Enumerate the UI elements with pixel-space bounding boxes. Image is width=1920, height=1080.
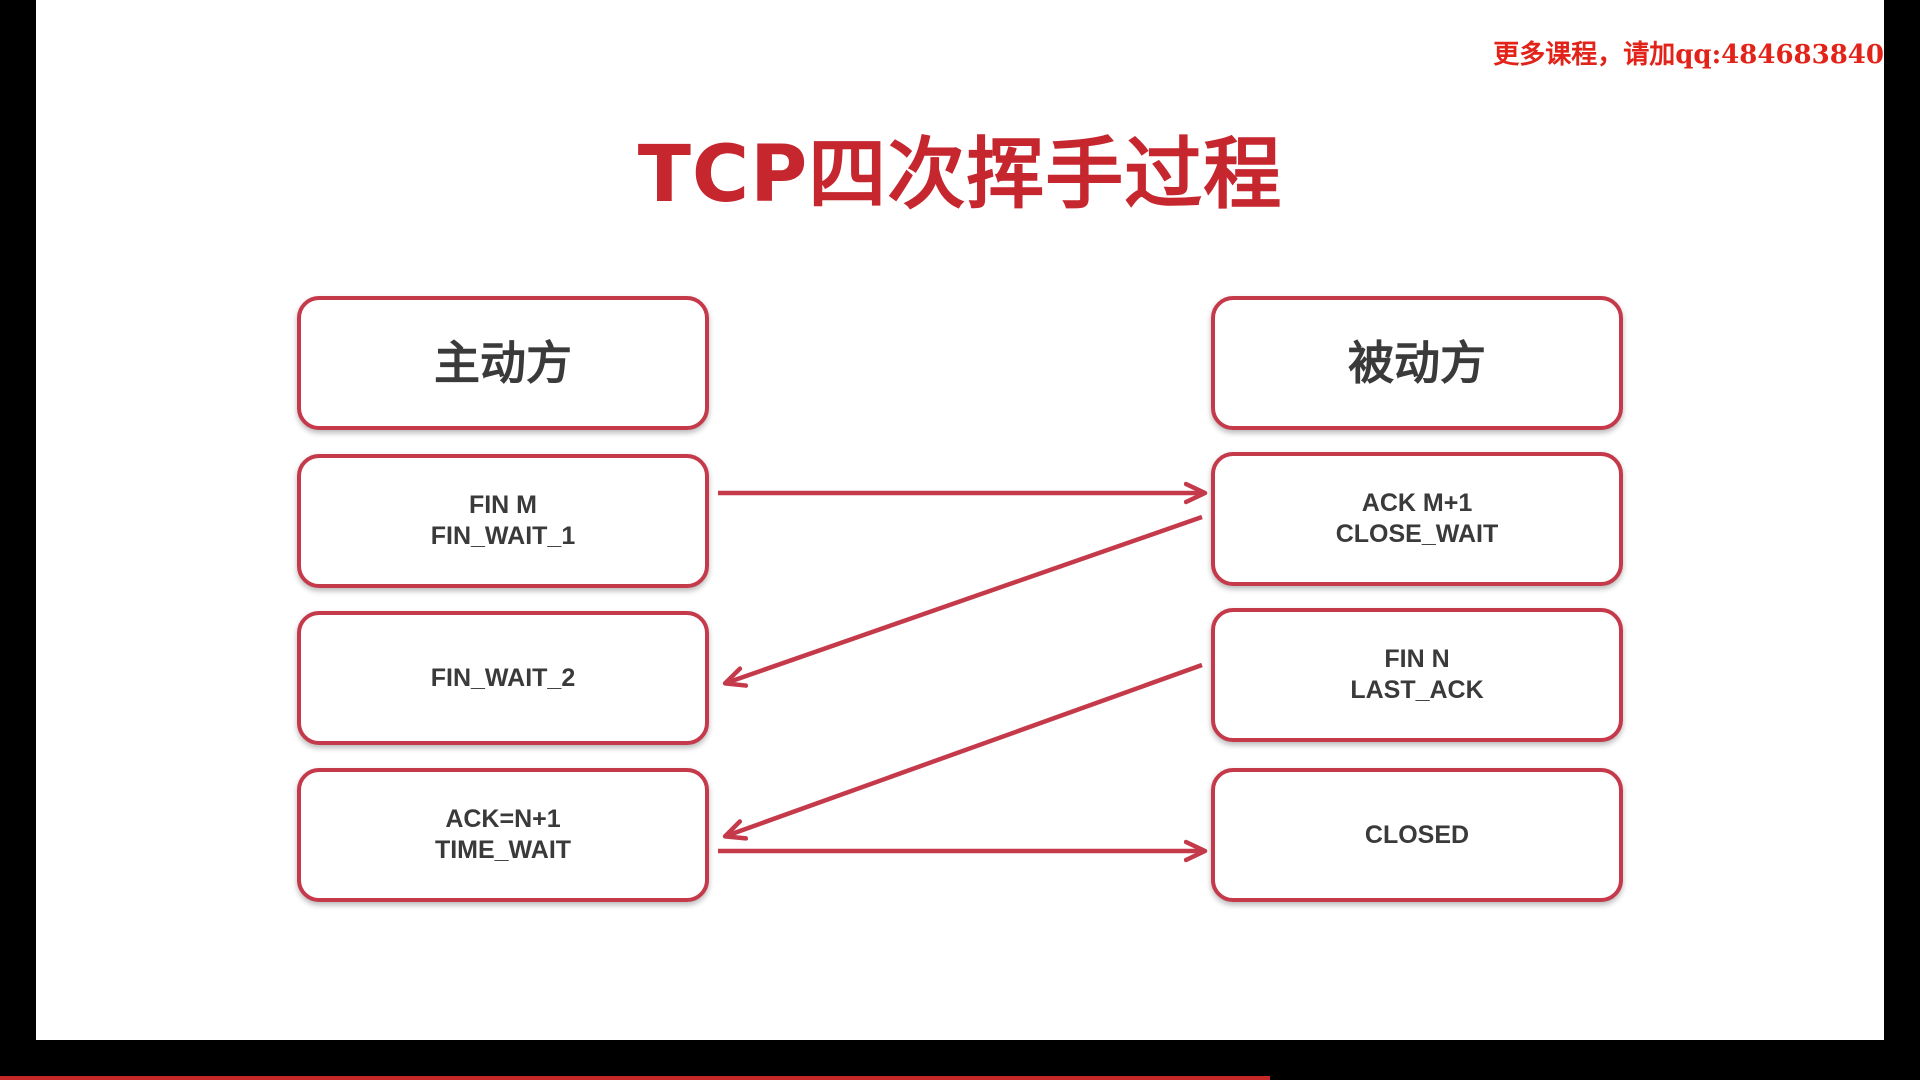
passive-header-box: 被动方 bbox=[1211, 296, 1623, 430]
step-line: FIN M bbox=[468, 491, 538, 519]
step-line: CLOSED bbox=[1364, 820, 1470, 849]
progress-bar bbox=[0, 1076, 1270, 1080]
passive-step-closed: CLOSED bbox=[1211, 768, 1623, 902]
active-header-label: 主动方 bbox=[434, 336, 572, 390]
slide: 更多课程，请加qq:484683840 TCP四次挥手过程 主动方 FIN M … bbox=[36, 0, 1884, 1040]
watermark-text: 更多课程，请加qq:484683840 bbox=[1493, 40, 1884, 70]
step-line: ACK=N+1 bbox=[445, 805, 561, 833]
active-step-time-wait: ACK=N+1 TIME_WAIT bbox=[297, 768, 709, 902]
passive-header-label: 被动方 bbox=[1348, 336, 1486, 390]
step-line: LAST_ACK bbox=[1350, 676, 1484, 704]
active-step-fin-wait-1: FIN M FIN_WAIT_1 bbox=[297, 454, 709, 588]
step-line: FIN_WAIT_2 bbox=[430, 663, 576, 692]
arrow-fin-n bbox=[726, 662, 1203, 836]
step-line: TIME_WAIT bbox=[434, 836, 572, 864]
active-step-fin-wait-2: FIN_WAIT_2 bbox=[297, 611, 709, 745]
diagram-title: TCP四次挥手过程 bbox=[637, 130, 1283, 220]
arrow-ack-m-plus-1 bbox=[726, 514, 1203, 683]
step-line: CLOSE_WAIT bbox=[1335, 520, 1499, 548]
step-line: FIN_WAIT_1 bbox=[430, 522, 576, 550]
passive-step-close-wait: ACK M+1 CLOSE_WAIT bbox=[1211, 452, 1623, 586]
step-line: ACK M+1 bbox=[1361, 489, 1473, 517]
active-header-box: 主动方 bbox=[297, 296, 709, 430]
passive-step-last-ack: FIN N LAST_ACK bbox=[1211, 608, 1623, 742]
step-line: FIN N bbox=[1384, 645, 1450, 673]
